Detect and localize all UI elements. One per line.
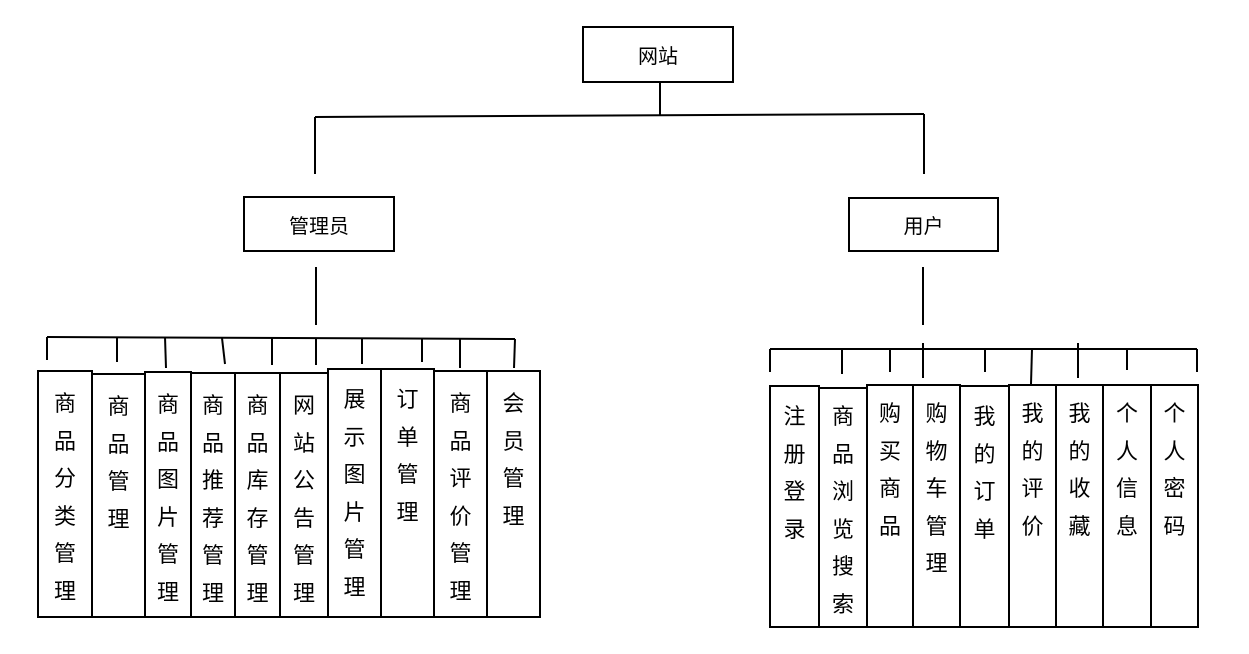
admin-leaf-reviews: 商品评价管理 xyxy=(433,370,488,618)
root-label: 网站 xyxy=(638,44,678,68)
user-leaf-cart: 购物车管理 xyxy=(912,384,961,628)
admin-leaf-members: 会员管理 xyxy=(486,370,541,618)
admin-label: 管理员 xyxy=(289,213,349,238)
user-leaf-buy: 购买商品 xyxy=(866,384,914,628)
user-leaf-my-reviews: 我的评价 xyxy=(1008,384,1057,628)
admin-leaf-category: 商品分类管理 xyxy=(37,370,93,618)
admin-leaf-notice: 网站公告管理 xyxy=(279,372,329,618)
leaf-label: 购买商品 xyxy=(878,402,901,540)
leaf-label: 会员管理 xyxy=(502,392,525,530)
admin-leaf-orders: 订单管理 xyxy=(380,368,435,618)
user-leaf-browse: 商品浏览搜索 xyxy=(818,387,868,628)
leaf-label: 个人密码 xyxy=(1163,402,1186,540)
leaf-label: 商品浏览搜索 xyxy=(831,405,854,618)
admin-leaf-images: 商品图片管理 xyxy=(144,371,192,618)
leaf-label: 个人信息 xyxy=(1115,402,1138,540)
leaf-label: 商品分类管理 xyxy=(53,392,76,605)
leaf-label: 购物车管理 xyxy=(925,402,948,577)
root-node: 网站 xyxy=(582,26,734,83)
user-leaf-register: 注册登录 xyxy=(769,385,820,628)
leaf-label: 商品推荐管理 xyxy=(201,394,224,607)
admin-node: 管理员 xyxy=(243,196,395,252)
leaf-label: 网站公告管理 xyxy=(292,394,315,607)
user-node: 用户 xyxy=(848,197,999,252)
leaf-label: 商品库存管理 xyxy=(246,394,269,607)
admin-leaf-display: 展示图片管理 xyxy=(327,368,382,618)
leaf-label: 我的订单 xyxy=(973,405,996,543)
admin-leaf-recommend: 商品推荐管理 xyxy=(190,372,236,618)
leaf-label: 我的收藏 xyxy=(1068,402,1091,540)
user-leaf-favorites: 我的收藏 xyxy=(1055,384,1104,628)
leaf-label: 展示图片管理 xyxy=(343,388,366,601)
user-label: 用户 xyxy=(903,214,944,238)
leaf-label: 订单管理 xyxy=(396,388,419,526)
admin-leaf-goods: 商品管理 xyxy=(91,373,146,618)
leaf-label: 商品评价管理 xyxy=(449,392,472,605)
user-leaf-profile: 个人信息 xyxy=(1102,384,1152,628)
leaf-label: 注册登录 xyxy=(783,405,806,543)
user-leaf-password: 个人密码 xyxy=(1150,384,1199,628)
user-leaf-my-orders: 我的订单 xyxy=(959,385,1010,628)
leaf-label: 我的评价 xyxy=(1021,402,1044,540)
leaf-label: 商品管理 xyxy=(107,395,130,533)
admin-leaf-stock: 商品库存管理 xyxy=(234,372,281,618)
leaf-label: 商品图片管理 xyxy=(156,393,179,606)
